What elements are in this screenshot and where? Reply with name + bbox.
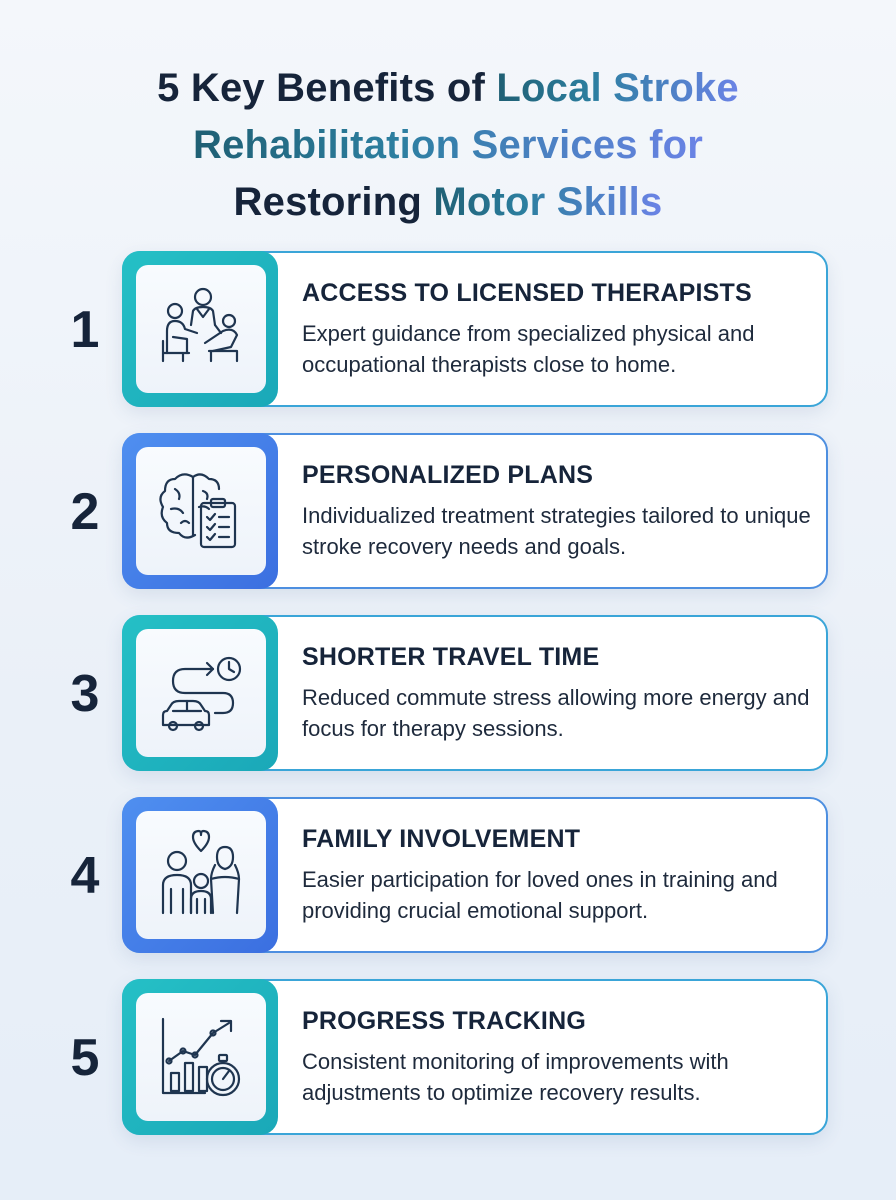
benefit-number: 1: [70, 301, 100, 359]
benefit-title: FAMILY INVOLVEMENT: [302, 825, 581, 853]
title-line-1: 5 Key Benefits of Local Stroke: [157, 66, 739, 110]
title-line-2: Rehabilitation Services for: [193, 123, 703, 167]
car-route-clock-icon: [161, 656, 242, 732]
benefit-title: PROGRESS TRACKING: [302, 1007, 586, 1035]
benefit-row-4: 4 FAMILY INVOLVEMENT Ea: [0, 797, 896, 955]
benefit-card: ACCESS TO LICENSED THERAPISTS Expert gui…: [122, 251, 828, 407]
benefit-title: PERSONALIZED PLANS: [302, 461, 594, 489]
icon-tile: [122, 251, 278, 407]
benefit-description: Easier participation for loved ones in t…: [302, 867, 778, 923]
therapist-patient-icon: [161, 287, 239, 363]
page-title: 5 Key Benefits of Local Stroke Rehabilit…: [0, 60, 896, 231]
icon-tile: [122, 615, 278, 771]
chart-stopwatch-icon: [161, 1017, 241, 1097]
benefit-title: ACCESS TO LICENSED THERAPISTS: [302, 279, 752, 307]
benefit-description: Individualized treatment strategies tail…: [302, 503, 811, 559]
benefit-row-2: 2 PERSONALIZED PLANS In: [0, 433, 896, 591]
icon-tile: [122, 433, 278, 589]
benefit-row-1: 1 ACCESS TO LICENS: [0, 251, 896, 409]
benefit-card: SHORTER TRAVEL TIME Reduced commute stre…: [122, 615, 828, 771]
benefit-card: PROGRESS TRACKING Consistent monitoring …: [122, 979, 828, 1135]
benefit-number: 5: [70, 1029, 100, 1087]
benefit-card: PERSONALIZED PLANS Individualized treatm…: [122, 433, 828, 589]
icon-tile: [122, 797, 278, 953]
benefit-title: SHORTER TRAVEL TIME: [302, 643, 600, 671]
benefit-description: Consistent monitoring of improvements wi…: [302, 1049, 729, 1105]
icon-tile: [122, 979, 278, 1135]
benefit-description: Expert guidance from specialized physica…: [302, 321, 755, 377]
benefit-row-3: 3 SHORTER TRAVEL TIME Reduced commute st…: [0, 615, 896, 773]
benefit-card: FAMILY INVOLVEMENT Easier participation …: [122, 797, 828, 953]
family-heart-icon: [161, 829, 241, 915]
benefit-number: 2: [70, 483, 100, 541]
benefit-number: 3: [70, 665, 100, 723]
benefit-row-5: 5: [0, 979, 896, 1137]
brain-clipboard-icon: [159, 473, 237, 549]
benefit-number: 4: [70, 847, 100, 905]
title-line-3: Restoring Motor Skills: [233, 180, 663, 224]
benefit-description: Reduced commute stress allowing more ene…: [302, 685, 810, 741]
